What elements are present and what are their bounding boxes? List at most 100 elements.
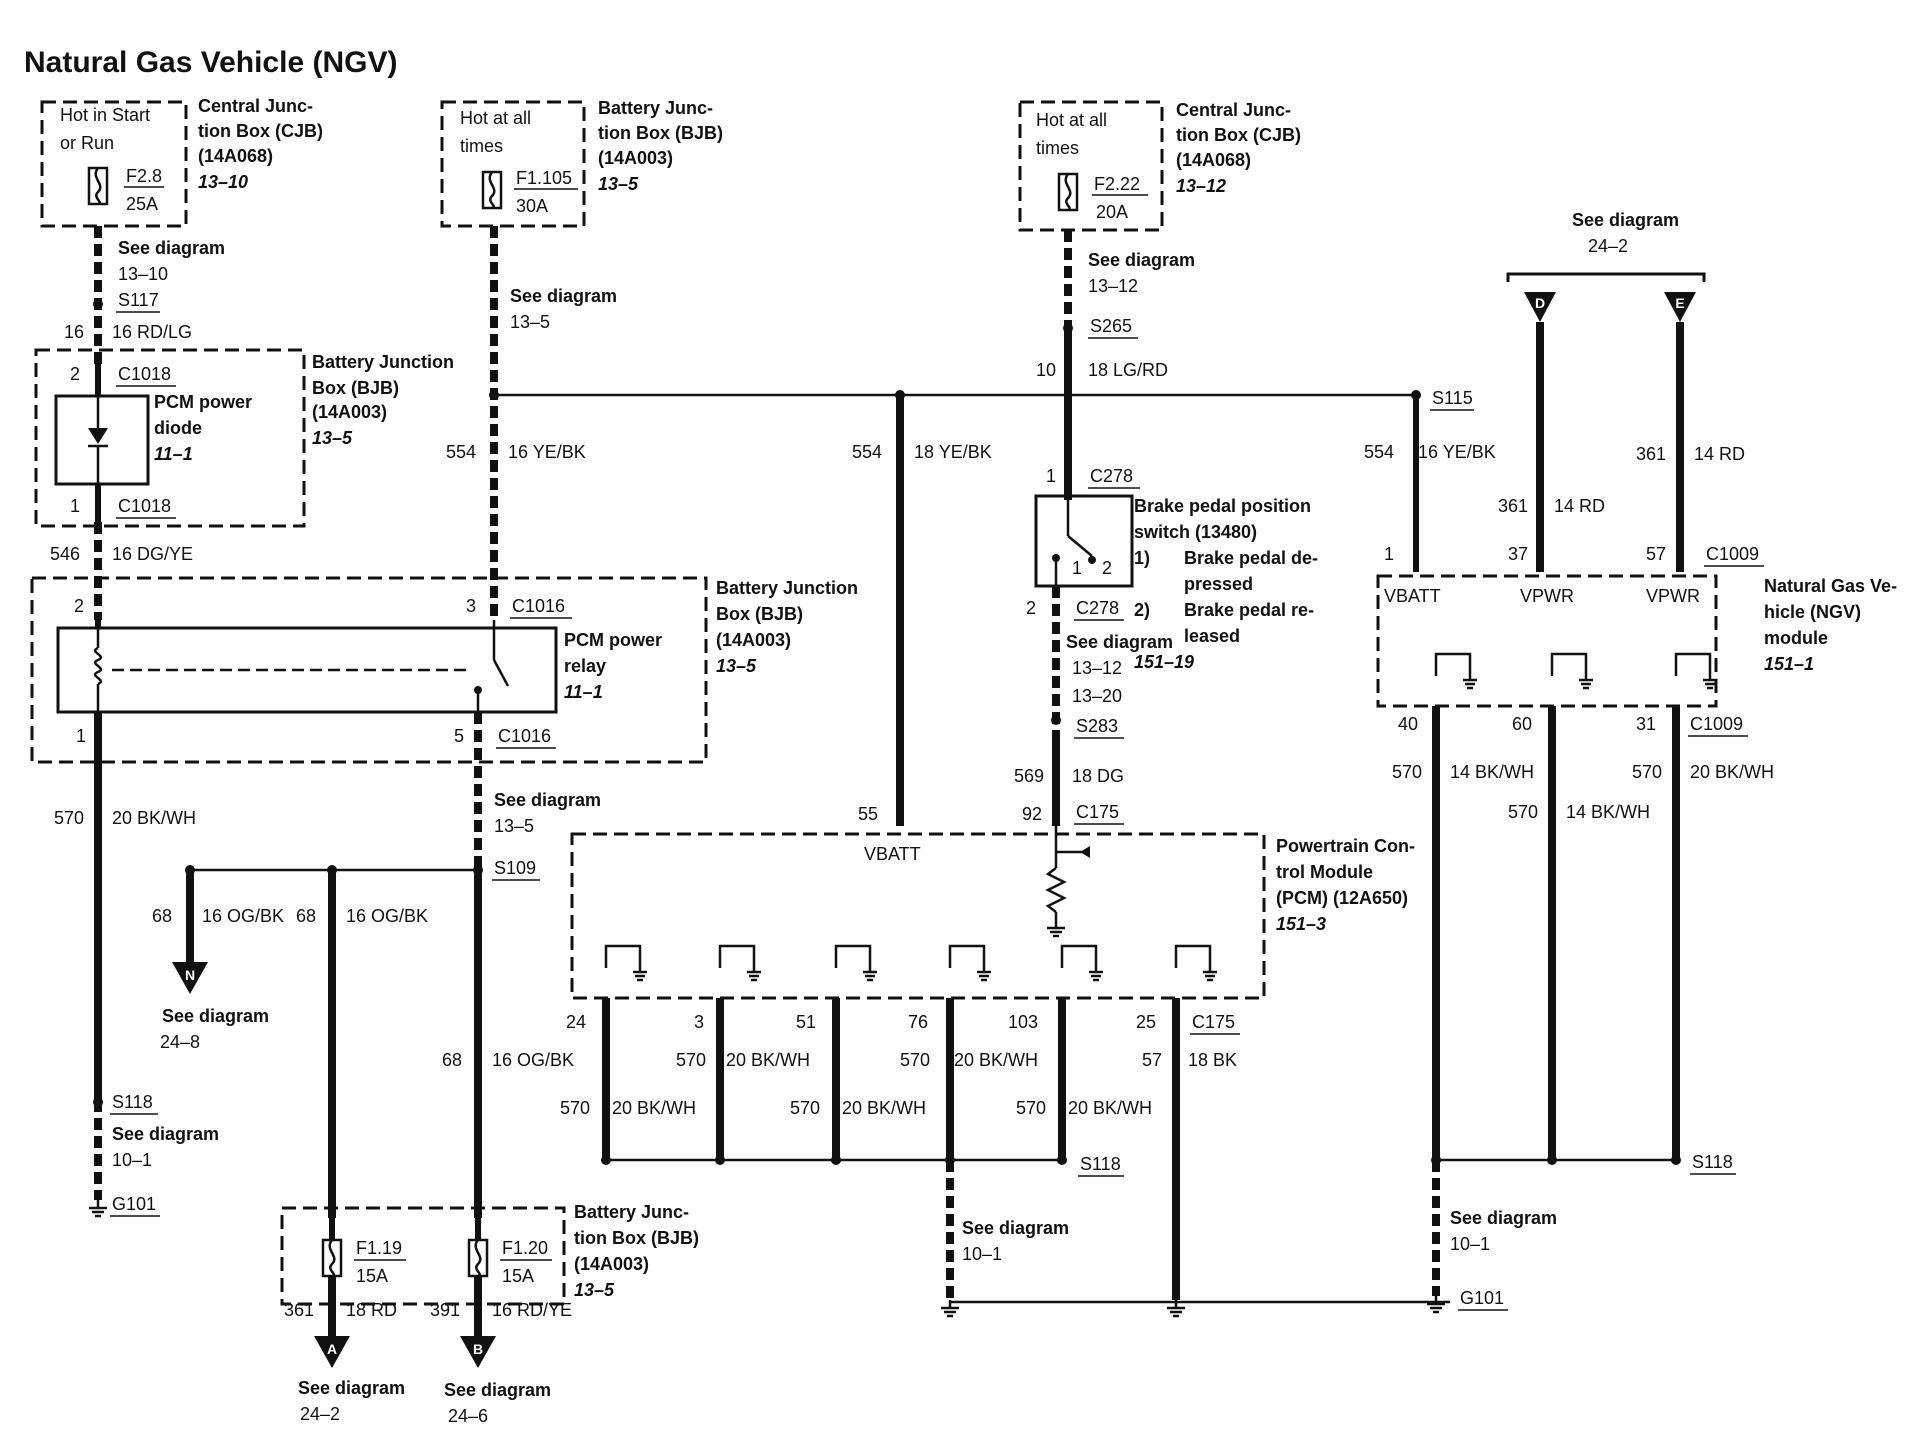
ngv-name-2: hicle (NGV) — [1764, 602, 1861, 622]
see-ref-24-6: 24–6 — [448, 1406, 488, 1426]
wire-570-ngv3-circuit: 570 — [1632, 762, 1662, 782]
ngv-pin-40: 40 — [1398, 714, 1418, 734]
see-ref-13-5b: 13–5 — [494, 816, 534, 836]
pcm-pin-55: 55 — [858, 804, 878, 824]
ngv-terminal-vpwr-1: VPWR — [1520, 586, 1574, 606]
see-diagram-label: See diagram — [962, 1218, 1069, 1238]
see-diagram-label: See diagram — [494, 790, 601, 810]
wire-68b-gauge-color: 16 OG/BK — [346, 906, 428, 926]
wire-361a-gauge-color: 14 RD — [1694, 444, 1745, 464]
see-ref-151-19: 151–19 — [1134, 652, 1194, 672]
splice-s283: S283 — [1076, 716, 1118, 736]
pcm-pin-3: 3 — [694, 1012, 704, 1032]
bjb-bottom-name-1: Battery Junc- — [574, 1202, 689, 1222]
wire-570-ngv1-circuit: 570 — [1392, 762, 1422, 782]
wire-570-ngv2-gauge-color: 14 BK/WH — [1566, 802, 1650, 822]
relay-box-name-3: (14A003) — [716, 630, 791, 650]
see-diagram-label: See diagram — [1066, 632, 1173, 652]
fuse-f1-105-id: F1.105 — [516, 168, 572, 188]
see-ref-13-10: 13–10 — [118, 264, 168, 284]
see-ref-24-2b: 24–2 — [300, 1404, 340, 1424]
splice-s118-ngv: S118 — [1692, 1152, 1733, 1172]
relay-pin-1: 1 — [76, 726, 86, 746]
wire-546: 546 16 DG/YE — [50, 522, 193, 620]
fuse-f1-20-id: F1.20 — [502, 1238, 548, 1258]
wire-361c-circuit: 361 — [284, 1300, 314, 1320]
cjb2-name-2: tion Box (CJB) — [1176, 125, 1301, 145]
pcm-conn-bottom: C175 — [1192, 1012, 1235, 1032]
ngv-ref: 151–1 — [1764, 654, 1814, 674]
relay-box-name-1: Battery Junction — [716, 578, 858, 598]
bjb1105-ref: 13–5 — [598, 174, 639, 194]
pcm-pin-25: 25 — [1136, 1012, 1156, 1032]
see-diagram-label: See diagram — [1572, 210, 1679, 230]
bjb1105-name-2: tion Box (BJB) — [598, 123, 723, 143]
connector-b-label: B — [473, 1341, 483, 1357]
bjb1105-name-1: Battery Junc- — [598, 98, 713, 118]
internal-ground-icon — [604, 944, 649, 982]
wire-68c-circuit: 68 — [442, 1050, 462, 1070]
brake-pin-top: 1 — [1046, 466, 1056, 486]
brake-name-2: switch (13480) — [1134, 522, 1257, 542]
see-diagram-label: See diagram — [1088, 250, 1195, 270]
brake-note1-text2: pressed — [1184, 574, 1253, 594]
diode-box-ref: 13–5 — [312, 428, 353, 448]
see-ref-10-1: 10–1 — [112, 1150, 152, 1170]
wire-570a-circuit: 570 — [54, 808, 84, 828]
diode-pin-bottom: 1 — [70, 496, 80, 516]
wire-554c-circuit: 554 — [1364, 442, 1394, 462]
connector-e-label: E — [1675, 295, 1684, 311]
wire-570-relay-ground: 570 20 BK/WH S118 See diagram 10–1 G101 — [54, 712, 219, 1218]
cjb2-label-line1: Hot at all — [1036, 110, 1107, 130]
ngv-terminal-vpwr-2: VPWR — [1646, 586, 1700, 606]
pcm-power-relay-box: 2 3 C1016 1 5 C1016 PCM power relay 11–1… — [30, 576, 858, 764]
wire-361b-gauge-color: 14 RD — [1554, 496, 1605, 516]
fuse-icon — [467, 1238, 489, 1278]
cjb-f2-8-box: Hot in Start or Run F2.8 25A Central Jun… — [40, 96, 323, 228]
pcm-pin-103: 103 — [1008, 1012, 1038, 1032]
wire-570-ngv2-circuit: 570 — [1508, 802, 1538, 822]
wire-10-gauge-color: 18 LG/RD — [1088, 360, 1168, 380]
ngv-pin-57: 57 — [1646, 544, 1666, 564]
relay-conn-bottom: C1016 — [498, 726, 551, 746]
wire-570-ngv1-gauge-color: 14 BK/WH — [1450, 762, 1534, 782]
see-ref-13-5: 13–5 — [510, 312, 550, 332]
brake-conn-top: C278 — [1090, 466, 1133, 486]
cjb2-ref: 13–12 — [1176, 176, 1226, 196]
cjb1-label-line2: or Run — [60, 133, 114, 153]
pcm-conn-top: C175 — [1076, 802, 1119, 822]
splice-s265: S265 — [1090, 316, 1132, 336]
connector-a-label: A — [327, 1341, 337, 1357]
wire-16-rd-lg: See diagram 13–10 S117 16 16 RD/LG — [64, 226, 225, 364]
relay-ref: 11–1 — [564, 682, 603, 702]
bjb1105-label-line2: times — [460, 136, 503, 156]
ngv-name-3: module — [1764, 628, 1828, 648]
fuse-f2-8-id: F2.8 — [126, 166, 162, 186]
pcm-name-2: trol Module — [1276, 862, 1373, 882]
wire-554-16-ye-bk-ngv: 554 16 YE/BK — [1364, 395, 1496, 572]
bjb-bottom-name-2: tion Box (BJB) — [574, 1228, 699, 1248]
pcm-pin-76: 76 — [908, 1012, 928, 1032]
pcm-pin-51: 51 — [796, 1012, 816, 1032]
ngv-conn-bottom: C1009 — [1690, 714, 1743, 734]
fuse-f2-22-id: F2.22 — [1094, 174, 1140, 194]
wire-570-3-circuit: 570 — [790, 1098, 820, 1118]
splice-s115: S115 — [1432, 388, 1473, 408]
bjb1105-label-line1: Hot at all — [460, 108, 531, 128]
fuse-f2-8-rating: 25A — [126, 194, 158, 214]
brake-pin-bottom: 2 — [1026, 598, 1036, 618]
wire-570-3-gauge-color: 20 BK/WH — [842, 1098, 926, 1118]
wire-570-1-circuit: 570 — [560, 1098, 590, 1118]
wire-361a-circuit: 361 — [1636, 444, 1666, 464]
ngv-ground-wires: S118 See diagram 10–1 G101 40 60 31 C100… — [1392, 706, 1774, 1314]
wire-570-5-circuit: 570 — [1016, 1098, 1046, 1118]
wire-570a-gauge-color: 20 BK/WH — [112, 808, 196, 828]
diode-conn-top: C1018 — [118, 364, 171, 384]
wire-570-4-gauge-color: 20 BK/WH — [954, 1050, 1038, 1070]
see-ref-13-20: 13–20 — [1072, 686, 1122, 706]
wire-68b-circuit: 68 — [296, 906, 316, 926]
see-ref-13-12: 13–12 — [1088, 276, 1138, 296]
page-title: Natural Gas Vehicle (NGV) — [24, 46, 397, 79]
splice-s118-pcm: S118 — [1080, 1154, 1121, 1174]
wire-68-to-f1-19: 68 16 OG/BK — [296, 870, 428, 1218]
